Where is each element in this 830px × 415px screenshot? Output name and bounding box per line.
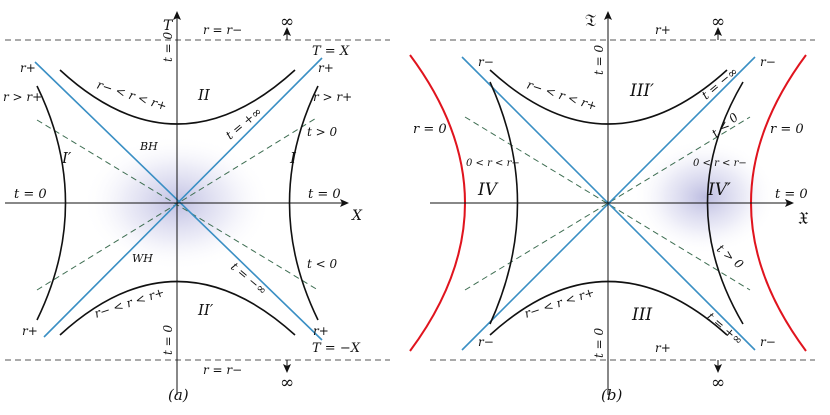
inner-range-right-b: 0 < r < r− bbox=[693, 158, 747, 169]
caption-a: (a) bbox=[168, 386, 189, 404]
caption-b: (b) bbox=[601, 386, 622, 404]
axis-t-label-b: 𝔗 bbox=[585, 11, 597, 31]
r-plus-tr-a: r+ bbox=[318, 61, 334, 75]
inner-range-left-b: 0 < r < r− bbox=[466, 158, 520, 169]
region-iii-b: III bbox=[631, 305, 652, 325]
t-zero-left-a: t = 0 bbox=[14, 187, 47, 202]
t-zero-bottom-b: t = 0 bbox=[592, 327, 606, 358]
range-top-b: r− < r < r+ bbox=[525, 78, 598, 114]
r-minus-br-b: r− bbox=[760, 335, 776, 349]
r-plus-bl-a: r+ bbox=[22, 324, 38, 338]
r-minus-bottom-label-a: r = r− bbox=[203, 363, 242, 377]
region-i-prime-a: I′ bbox=[61, 149, 72, 167]
axis-x-label-a: X bbox=[351, 208, 363, 224]
r-minus-top-label-a: r = r− bbox=[203, 23, 242, 37]
axis-x-label-b: 𝔛 bbox=[798, 209, 809, 229]
line-t-eq-negx-a: T = −X bbox=[312, 341, 361, 356]
panel-a: T X r = r− r = r− ∞ ∞ T = X T = −X t = 0… bbox=[3, 11, 390, 404]
r-gt-rplus-left-a: r > r+ bbox=[3, 90, 42, 104]
t-pos-inf-b: t = +∞ bbox=[704, 310, 746, 348]
t-zero-top-a: t = 0 bbox=[161, 31, 175, 62]
region-iv-b: IV bbox=[477, 180, 499, 200]
dashed-line-neg-b bbox=[464, 116, 751, 291]
r-minus-bl-b: r− bbox=[478, 335, 494, 349]
horizon-pos-a bbox=[43, 57, 323, 338]
bh-label-a: BH bbox=[139, 140, 158, 153]
horizon-neg-a bbox=[34, 61, 323, 341]
infinity-bottom-a: ∞ bbox=[280, 373, 294, 393]
line-t-eq-x-a: T = X bbox=[312, 44, 350, 59]
r-plus-br-a: r+ bbox=[313, 324, 329, 338]
glow-right-b bbox=[633, 139, 777, 255]
infinity-top-a: ∞ bbox=[280, 12, 294, 32]
r-gt-rplus-right-a: r > r+ bbox=[313, 90, 352, 104]
dashed-line-pos-b bbox=[464, 116, 751, 291]
t-zero-top-b: t = 0 bbox=[592, 44, 606, 75]
region-ii-prime-a: II′ bbox=[197, 301, 214, 319]
region-i-a: I bbox=[289, 149, 297, 167]
r-minus-tr-b: r− bbox=[760, 55, 776, 69]
r-plus-tl-a: r+ bbox=[20, 61, 36, 75]
t-zero-right-a: t = 0 bbox=[308, 187, 341, 202]
t-gt0-a: t > 0 bbox=[307, 125, 338, 139]
infinity-top-b: ∞ bbox=[711, 12, 725, 32]
r-zero-left-b: r = 0 bbox=[413, 122, 447, 137]
t-neg-inf-a: t = −∞ bbox=[228, 260, 270, 298]
region-ii-a: II bbox=[197, 86, 211, 104]
t-lt0-a: t < 0 bbox=[307, 257, 338, 271]
t-lt0-b: t < 0 bbox=[709, 110, 741, 140]
axis-t-label-a: T bbox=[163, 18, 174, 34]
r-minus-tl-b: r− bbox=[478, 55, 494, 69]
range-top-a: r− < r < r+ bbox=[95, 78, 168, 114]
panel-b: 𝔗 𝔛 ∞ ∞ r+ r+ r− r− r− r− r = 0 r = 0 t … bbox=[409, 11, 815, 404]
infinity-bottom-b: ∞ bbox=[711, 373, 725, 393]
region-iv-prime-b: IV′ bbox=[707, 180, 731, 200]
wh-label-a: WH bbox=[132, 252, 153, 265]
r-zero-right-b: r = 0 bbox=[770, 122, 804, 137]
t-zero-bottom-a: t = 0 bbox=[161, 324, 175, 355]
region-iii-prime-b: III′ bbox=[629, 81, 654, 101]
t-zero-right-b: t = 0 bbox=[775, 187, 808, 202]
r-plus-bottom-b: r+ bbox=[655, 341, 671, 355]
r-plus-top-b: r+ bbox=[655, 23, 671, 37]
